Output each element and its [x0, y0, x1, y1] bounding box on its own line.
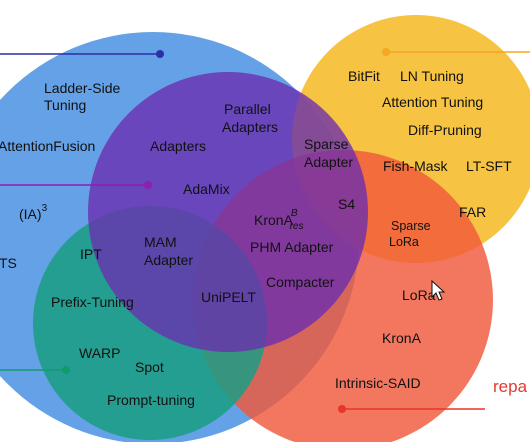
label-sparse-lora-2: LoRa — [389, 235, 419, 249]
mouse-pointer-icon — [431, 279, 446, 301]
label-sparse-lora-1: Sparse — [391, 219, 431, 233]
label-far: FAR — [459, 204, 486, 220]
label-parallel-adapters-2: Adapters — [222, 119, 278, 135]
label-sparse-adapter-2: Adapter — [304, 154, 353, 170]
label-adamix: AdaMix — [183, 181, 230, 197]
method-labels: Ladder-Side Tuning AttentionFusion (IA)3… — [0, 68, 528, 408]
label-mam-adapter-2: Adapter — [144, 252, 193, 268]
label-krona: KronA — [382, 330, 422, 346]
connector-dot-repar — [338, 405, 346, 413]
connector-dot-prompt — [62, 366, 70, 374]
label-warp: WARP — [79, 345, 120, 361]
label-lt-sft: LT-SFT — [466, 158, 512, 174]
label-s4: S4 — [338, 196, 355, 212]
label-diff-pruning: Diff-Pruning — [408, 122, 482, 138]
connector-dot-adapter — [144, 181, 152, 189]
label-phm-adapter: PHM Adapter — [250, 239, 334, 255]
label-lora: LoRa — [402, 287, 436, 303]
label-parallel-adapters-1: Parallel — [224, 101, 271, 117]
label-ts: TS — [0, 255, 17, 271]
label-mam-adapter-1: MAM — [144, 234, 177, 250]
label-repa: repa — [493, 377, 528, 396]
label-ia3: (IA)3 — [19, 203, 48, 222]
label-compacter: Compacter — [266, 274, 335, 290]
label-attention-tuning: Attention Tuning — [382, 94, 483, 110]
label-prompt-tuning: Prompt-tuning — [107, 392, 195, 408]
label-spot: Spot — [135, 359, 164, 375]
label-bitfit: BitFit — [348, 68, 380, 84]
connector-lines — [0, 48, 530, 413]
label-prefix-tuning: Prefix-Tuning — [51, 294, 134, 310]
label-unipelt: UniPELT — [201, 289, 256, 305]
connector-dot-selective — [382, 48, 390, 56]
label-adapters: Adapters — [150, 138, 206, 154]
adapter-circle — [88, 72, 368, 352]
label-fish-mask: Fish-Mask — [383, 158, 449, 174]
label-intrinsic-said: Intrinsic-SAID — [335, 375, 421, 391]
label-sparse-adapter-1: Sparse — [304, 136, 349, 152]
label-ln-tuning: LN Tuning — [400, 68, 464, 84]
label-ipt: IPT — [80, 246, 102, 262]
connector-dot-additive — [156, 50, 164, 58]
label-ladder-side-2: Tuning — [44, 97, 86, 113]
label-attention-fusion: AttentionFusion — [0, 138, 95, 154]
label-ladder-side-1: Ladder-Side — [44, 80, 120, 96]
